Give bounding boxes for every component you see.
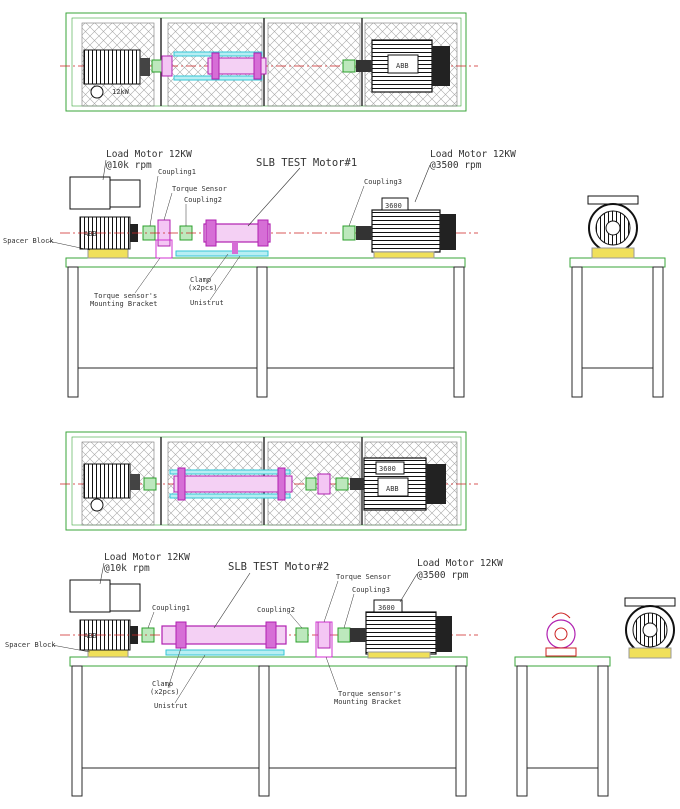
abb-motor-label: Load Motor 12KW (430, 149, 516, 160)
elevation-view-2: ABB 3600 (5, 552, 676, 797)
spacer-block-label: Spacer Block (3, 237, 54, 245)
elevation-view-1: ABB 3600 Load Mot (3, 149, 666, 398)
coupling2-label: Coupling2 (184, 196, 222, 204)
clamp (277, 467, 286, 501)
load-motor-label: Load Motor 12KW (104, 552, 190, 563)
torque-sensor (317, 621, 331, 649)
torque-sensor-label: Torque Sensor (172, 185, 227, 193)
coupling-2 (295, 627, 309, 643)
load-motor-label: Load Motor 12KW (106, 149, 192, 160)
clamp (253, 52, 262, 80)
load-motor-plan (83, 463, 140, 512)
clamp-label-1: Clamp (190, 276, 211, 284)
plan-view-1: 12kW ABB (60, 12, 478, 112)
load-motor-10k: ABB (69, 579, 141, 651)
unistrut (169, 493, 291, 499)
table-legs (67, 266, 664, 398)
load-motor-10k: ABB (69, 176, 141, 250)
abb-logo: ABB (84, 632, 97, 640)
enclosure-inner (71, 436, 462, 526)
clamp (177, 467, 186, 501)
test-motor-label: SLB TEST Motor#1 (256, 157, 357, 169)
bracket-label-2: Mounting Bracket (90, 300, 157, 308)
load-motor-speed: @10k rpm (104, 563, 150, 574)
unistrut-label: Unistrut (154, 702, 188, 710)
load-motor-speed: @10k rpm (106, 160, 152, 171)
coupling2-label: Coupling2 (257, 606, 295, 614)
coupling3-label: Coupling3 (364, 178, 402, 186)
label-load-motor-10k: Load Motor 12KW @10k rpm (102, 149, 192, 181)
unistrut (169, 469, 291, 475)
table-top (65, 257, 466, 268)
coupling3-label: Coupling3 (352, 586, 390, 594)
test-motor (207, 57, 267, 75)
plan-view-2: 3600 ABB (60, 431, 478, 531)
coupling1-label: Coupling1 (158, 168, 196, 176)
abb-plate: 3600 (378, 604, 395, 612)
bracket-label-1: Torque sensor's (338, 690, 401, 698)
enclosure-outline (65, 12, 467, 112)
slb-test-motor-2 (161, 625, 287, 645)
table-top-end-view (569, 257, 666, 268)
coupling-3 (342, 225, 356, 241)
table-legs (71, 665, 609, 797)
enclosure-inner (71, 17, 462, 107)
label-abb-motor: Load Motor 12KW @3500 rpm (414, 149, 516, 203)
torque-sensor (317, 473, 331, 495)
coupling (342, 59, 356, 73)
load-motor-plan: 12kW (83, 49, 150, 99)
abb-logo: ABB (84, 230, 97, 238)
abb-motor-speed: @3500 rpm (430, 160, 482, 171)
coupling (143, 477, 157, 491)
bracket-label-2: Mounting Bracket (334, 698, 401, 706)
abb-logo: ABB (396, 62, 409, 70)
abb-logo: ABB (386, 485, 399, 493)
unistrut (175, 250, 269, 257)
clamp-label-2: (x2pcs) (150, 688, 180, 696)
clamp-label-1: Clamp (152, 680, 173, 688)
abb-plate: 3600 (379, 465, 396, 473)
abb-motor-3500: 3600 (350, 599, 452, 659)
coupling (305, 477, 317, 491)
enclosure-outline (65, 431, 467, 531)
unistrut (165, 649, 285, 656)
coupling-3 (337, 627, 351, 643)
clamp (265, 621, 277, 649)
test-motor (173, 475, 293, 493)
spacer-block-label: Spacer Block (5, 641, 56, 649)
label-load-motor-10k: Load Motor 12KW @10k rpm (99, 552, 190, 585)
abb-motor-plan: 3600 ABB (350, 457, 446, 511)
test-motor-end-view (545, 612, 577, 657)
torque-sensor (161, 55, 173, 77)
clamp (175, 621, 187, 649)
coupling (335, 477, 349, 491)
coupling (151, 59, 163, 73)
abb-plate: 3600 (385, 202, 402, 210)
abb-motor-end-view (587, 195, 639, 259)
abb-motor-speed: @3500 rpm (417, 570, 469, 581)
clamp (257, 219, 269, 247)
motor-tag: 12kW (112, 88, 130, 96)
table-top-end-view (514, 656, 611, 667)
abb-motor-label: Load Motor 12KW (417, 558, 503, 569)
clamp-label-2: (x2pcs) (188, 284, 218, 292)
abb-motor-end-view (624, 597, 676, 659)
clamp (205, 219, 217, 247)
unistrut-label: Unistrut (190, 299, 224, 307)
abb-motor-plan: ABB (356, 39, 450, 93)
clamp (211, 52, 220, 80)
clamp-mount (232, 242, 238, 254)
label-abb-motor: Load Motor 12KW @3500 rpm (399, 558, 503, 603)
torque-sensor-bracket (155, 239, 173, 259)
coupling1-label: Coupling1 (152, 604, 190, 612)
torque-sensor-label: Torque Sensor (336, 573, 391, 581)
bracket-label-1: Torque sensor's (94, 292, 157, 300)
test-motor-label: SLB TEST Motor#2 (228, 561, 329, 573)
abb-motor-3500: 3600 (356, 197, 456, 259)
